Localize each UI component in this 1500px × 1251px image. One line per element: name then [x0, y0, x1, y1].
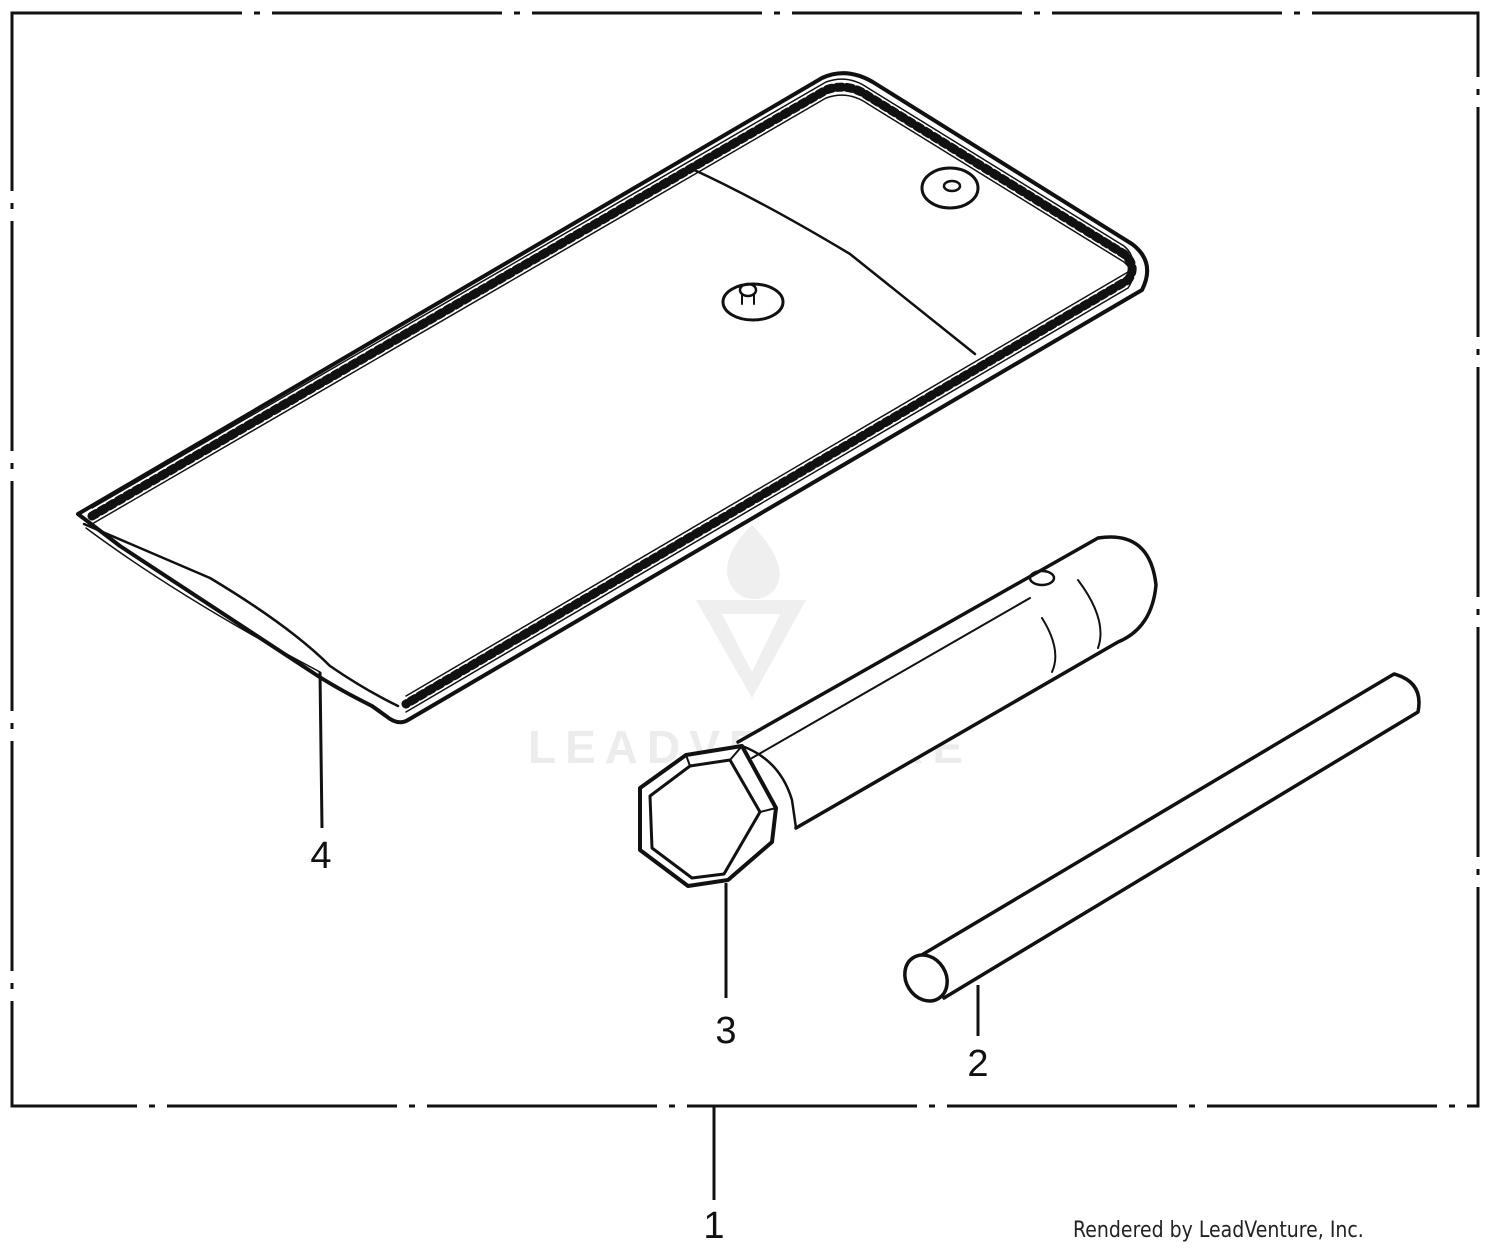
plug-wrench-tube: [736, 535, 1158, 830]
v-logo-icon: [696, 600, 806, 698]
tommy-bar: [903, 672, 1421, 1003]
snap-stud-icon: [721, 282, 785, 322]
snap-socket-icon: [920, 166, 980, 210]
leader-lines: [318, 671, 980, 1200]
render-credit: Rendered by LeadVenture, Inc.: [1073, 1218, 1364, 1243]
callout-1: 1: [703, 1205, 724, 1247]
callout-2: 2: [967, 1043, 988, 1085]
leader-line-4: [318, 671, 324, 829]
plug-wrench-hole: [1028, 569, 1056, 587]
callout-3: 3: [715, 1010, 736, 1052]
tool-bag-fold: [82, 522, 400, 708]
tool-bag-flap: [688, 166, 977, 356]
callout-4: 4: [310, 835, 331, 877]
tool-bag: [76, 71, 1150, 725]
kit-boundary-box: [10, 11, 1480, 1108]
flame-icon: [727, 525, 780, 599]
tool-bag-outline: [76, 71, 1150, 725]
tommy-bar-body: [918, 672, 1421, 1000]
plug-wrench: [638, 535, 1158, 888]
tommy-bar-end: [903, 953, 949, 1003]
